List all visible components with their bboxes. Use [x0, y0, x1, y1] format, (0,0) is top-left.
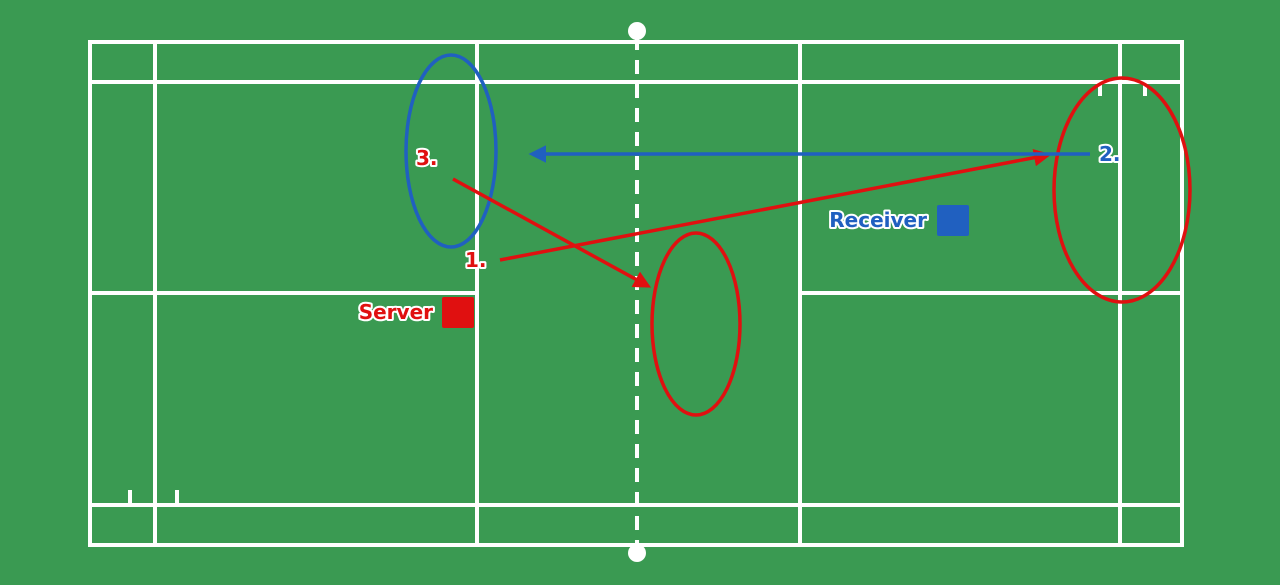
receiver-marker [937, 205, 969, 236]
net-post-bottom [628, 544, 646, 562]
server-label: Server [359, 300, 433, 324]
step-2-label: 2. [1099, 142, 1121, 166]
shot-path-3-to-front [452, 177, 652, 288]
step-1-label: 1. [465, 248, 487, 272]
net-post-top [628, 22, 646, 40]
red-zone-front [650, 231, 742, 417]
blue-zone-3 [404, 53, 498, 249]
receiver-label: Receiver [829, 208, 927, 232]
step-3-label: 3. [416, 146, 438, 170]
shot-path-1-to-2 [499, 149, 1052, 262]
net [628, 22, 646, 562]
red-zone-2 [1052, 76, 1192, 304]
server-marker [442, 297, 474, 328]
